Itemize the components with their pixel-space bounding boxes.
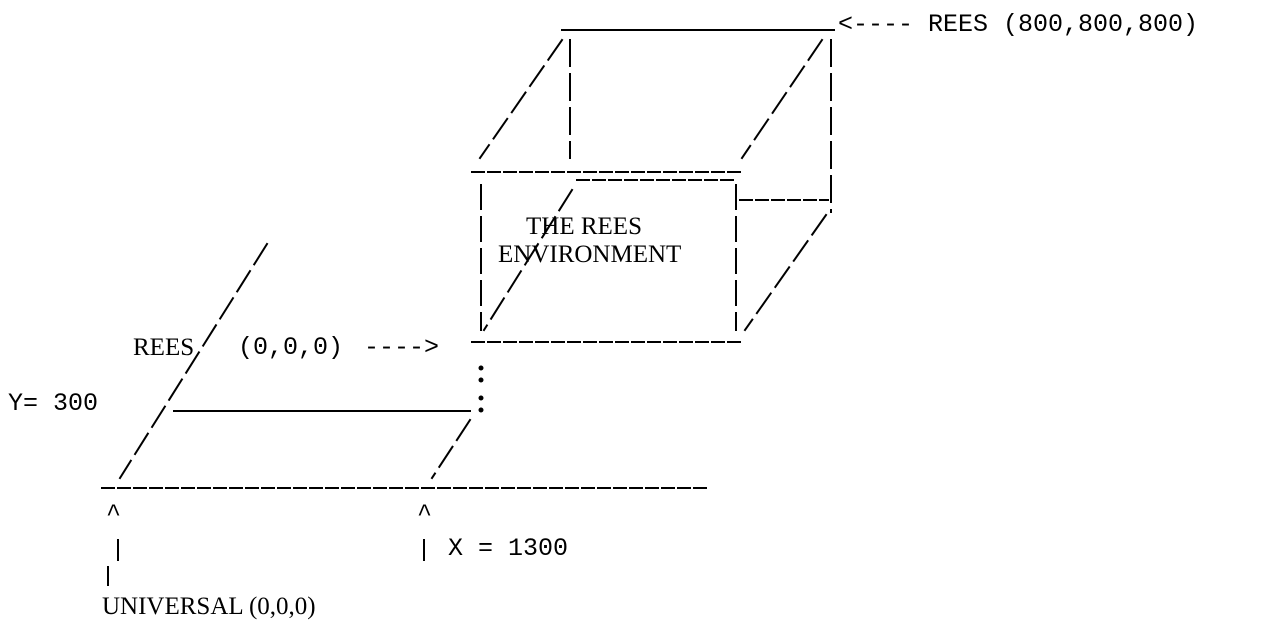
rees-max-label: <---- REES (800,800,800) <box>838 10 1199 39</box>
x-value-label: X = 1300 <box>448 534 569 563</box>
y-value-label: Y= 300 <box>8 389 99 418</box>
cube-diag-top-left <box>478 38 564 160</box>
rees-origin-coords: (0,0,0) <box>238 333 344 362</box>
cube-diag-top-right <box>740 38 824 160</box>
plane-left-diagonal <box>118 242 269 480</box>
dot <box>478 377 484 383</box>
environment-label-line1: THE REES <box>526 213 642 240</box>
cube-diag-bottom-left <box>482 188 574 332</box>
universal-origin-label: UNIVERSAL (0,0,0) <box>102 593 316 620</box>
rees-origin-arrow: ----> <box>364 333 440 362</box>
dot <box>478 395 484 401</box>
plane-right-diagonal <box>430 418 472 480</box>
cube-diag-bottom-right <box>743 213 828 332</box>
dot <box>478 407 484 413</box>
dot <box>478 365 484 371</box>
universal-caret: ^ <box>106 500 122 529</box>
environment-label-line2: ENVIRONMENT <box>498 241 682 268</box>
rees-origin-label: REES <box>133 334 195 361</box>
x-caret: ^ <box>417 500 433 529</box>
